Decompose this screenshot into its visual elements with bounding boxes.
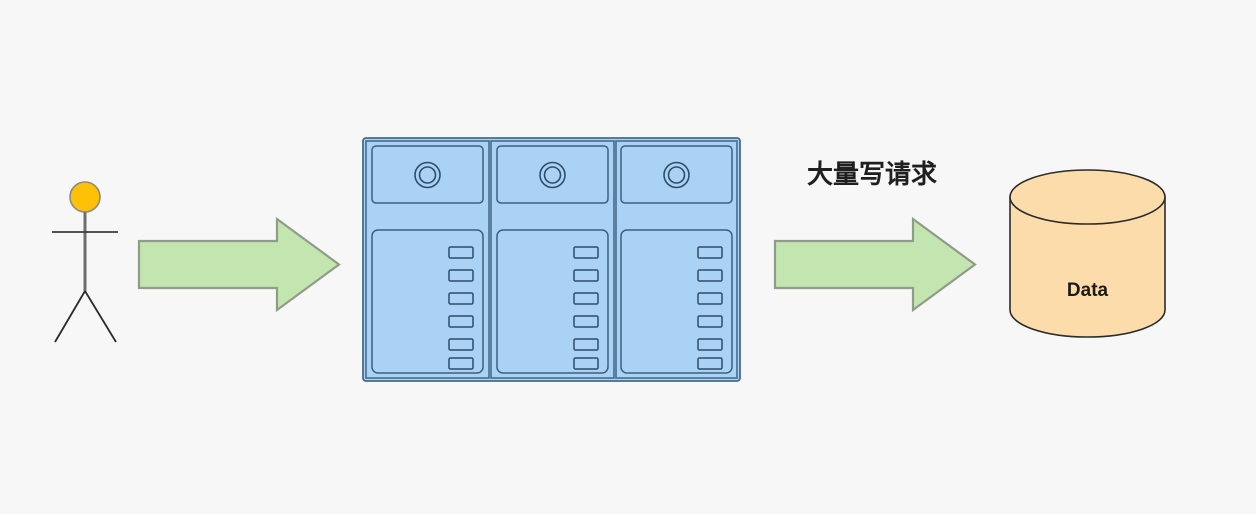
server-slot bbox=[697, 269, 723, 282]
server-slot bbox=[573, 357, 599, 370]
server-slot bbox=[448, 292, 474, 305]
server-rack bbox=[362, 137, 741, 382]
stick-figure-left-leg bbox=[54, 290, 86, 343]
database-label: Data bbox=[1067, 280, 1109, 301]
cylinder-body bbox=[1009, 196, 1166, 338]
server-top-panel bbox=[371, 145, 484, 204]
server-bottom-panel bbox=[620, 229, 733, 374]
database-cylinder: Data bbox=[1009, 169, 1166, 338]
server-slot-group bbox=[573, 246, 599, 370]
server-slot bbox=[448, 338, 474, 351]
write-requests-label: 大量写请求 bbox=[807, 159, 937, 189]
server-slot bbox=[697, 315, 723, 328]
cylinder-top-ellipse bbox=[1009, 169, 1166, 225]
ring-icon-outer bbox=[663, 161, 690, 189]
ring-icon-outer bbox=[414, 161, 441, 189]
ring-icon-inner bbox=[667, 166, 686, 184]
server-slot bbox=[573, 246, 599, 259]
server-slot bbox=[697, 357, 723, 370]
server-slot bbox=[573, 315, 599, 328]
ring-icon-outer bbox=[539, 161, 566, 189]
server-top-panel bbox=[620, 145, 733, 204]
server-slot bbox=[448, 357, 474, 370]
arrow-servers-to-database bbox=[773, 216, 977, 313]
server-slot-group bbox=[697, 246, 723, 370]
server-slot bbox=[697, 292, 723, 305]
arrow-shape bbox=[773, 216, 977, 313]
ring-icon-inner bbox=[543, 166, 562, 184]
server-slot bbox=[573, 269, 599, 282]
server-slot bbox=[448, 246, 474, 259]
server-unit-1 bbox=[365, 140, 490, 379]
server-slot-group bbox=[448, 246, 474, 370]
server-slot bbox=[573, 292, 599, 305]
server-unit-2 bbox=[490, 140, 615, 379]
server-slot bbox=[573, 338, 599, 351]
server-top-panel bbox=[496, 145, 609, 204]
server-unit-3 bbox=[615, 140, 738, 379]
server-bottom-panel bbox=[496, 229, 609, 374]
stick-figure-right-leg bbox=[84, 290, 117, 343]
server-slot bbox=[448, 269, 474, 282]
arrow-shape bbox=[137, 216, 341, 313]
user-stick-figure bbox=[52, 181, 118, 343]
server-slot bbox=[697, 246, 723, 259]
server-slot bbox=[697, 338, 723, 351]
ring-icon-inner bbox=[418, 166, 437, 184]
server-bottom-panel bbox=[371, 229, 484, 374]
server-slot bbox=[448, 315, 474, 328]
arrow-user-to-servers bbox=[137, 216, 341, 313]
stick-figure-head-icon bbox=[69, 181, 101, 213]
